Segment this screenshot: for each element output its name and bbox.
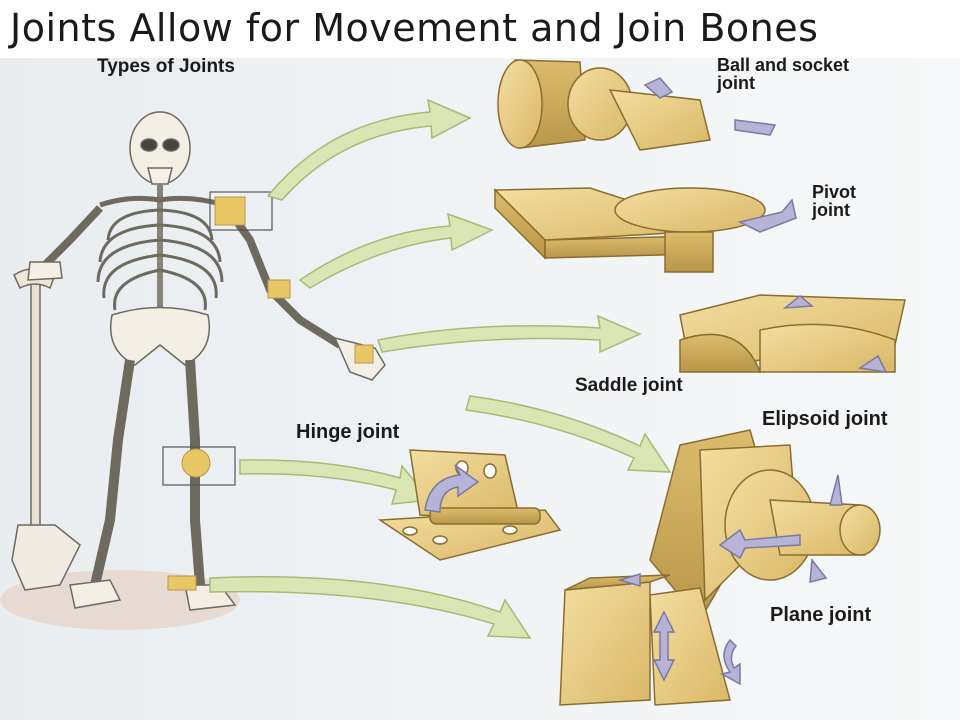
rotation-arrow-icon — [643, 77, 674, 99]
knee-callout-box — [162, 446, 236, 486]
shoulder-joint-highlight — [214, 196, 246, 226]
ball-socket-label-line1: Ball and socket — [717, 55, 850, 75]
left-arm — [37, 205, 103, 273]
ball-socket-label: Ball and socket joint — [717, 56, 849, 92]
ankle-joint-highlight — [167, 575, 197, 591]
ellipsoid-shaft-end — [839, 504, 881, 556]
plane-block-left — [559, 581, 651, 706]
plane-block-top — [564, 574, 671, 591]
arrow-to-ellipsoid — [465, 395, 672, 473]
callout-boxes — [162, 191, 273, 486]
rotation-arrow-icon — [719, 638, 741, 686]
pivot-label: Pivot joint — [812, 183, 856, 219]
hinge-model — [377, 449, 562, 561]
hinge-label: Hinge joint — [296, 421, 400, 443]
pivot-post — [664, 231, 714, 273]
screw-hole — [483, 463, 497, 479]
rotation-arrow-icon — [718, 528, 801, 560]
left-hand — [27, 261, 63, 281]
arrow-to-plane — [209, 575, 532, 639]
ellipsoid-label: Elipsoid joint — [762, 408, 888, 430]
types-of-joints-heading: Types of Joints — [97, 56, 235, 77]
plane-label: Plane joint — [770, 604, 872, 626]
plane-model — [559, 572, 741, 706]
screw-hole — [402, 526, 418, 536]
hinge-barrel — [429, 507, 541, 525]
ball-socket-label-line2: joint — [717, 73, 755, 93]
wrist-joint-highlight — [354, 344, 374, 364]
pelvis — [109, 306, 211, 366]
clavicles — [99, 195, 226, 208]
rotation-arrow-icon — [734, 119, 777, 136]
knee-joint-highlight — [181, 448, 211, 478]
shovel-blade — [11, 524, 81, 591]
saddle-model — [679, 294, 906, 373]
rotation-arrow-icon — [617, 572, 641, 588]
left-leg — [90, 359, 135, 587]
screw-hole — [432, 535, 448, 545]
rotation-arrow-icon — [829, 474, 843, 506]
slide-arrow-icon — [652, 610, 676, 682]
rotation-arrow-icon — [809, 558, 828, 583]
pivot-label-line2: joint — [812, 200, 850, 220]
arrow-to-hinge — [239, 459, 432, 505]
eye-socket-right — [162, 138, 180, 152]
rotation-arrow-icon — [424, 464, 480, 513]
shovel-handle — [30, 279, 41, 531]
ball-shaft — [608, 89, 711, 151]
slide-title: Joints Allow for Movement and Join Bones — [10, 6, 819, 50]
saddle-label: Saddle joint — [575, 375, 683, 396]
screw-hole — [502, 525, 518, 535]
rotation-arrow-icon — [782, 295, 814, 309]
saddle-bottom-block — [759, 323, 896, 373]
ribcage — [96, 208, 224, 311]
ball-socket-model — [497, 59, 777, 151]
jaw — [147, 167, 173, 185]
right-leg — [185, 359, 205, 586]
plane-block-right — [649, 587, 731, 706]
elbow-joint-highlight — [267, 279, 291, 299]
pivot-disc — [614, 187, 766, 233]
pivot-model — [493, 187, 797, 273]
rotation-arrow-icon — [857, 354, 888, 373]
connector-arrows — [209, 98, 672, 639]
arrow-to-saddle — [377, 314, 642, 354]
joint-highlights — [167, 196, 374, 591]
arrow-to-pivot — [298, 212, 494, 289]
eye-socket-left — [140, 138, 158, 152]
shoulder-callout-box — [209, 191, 273, 231]
ellipsoid-model — [649, 429, 881, 622]
rotation-arrow-icon — [737, 198, 797, 233]
arrow-to-ball-socket — [266, 98, 472, 201]
socket-face — [497, 59, 543, 149]
pivot-label-line1: Pivot — [812, 182, 857, 202]
left-foot — [69, 579, 122, 609]
